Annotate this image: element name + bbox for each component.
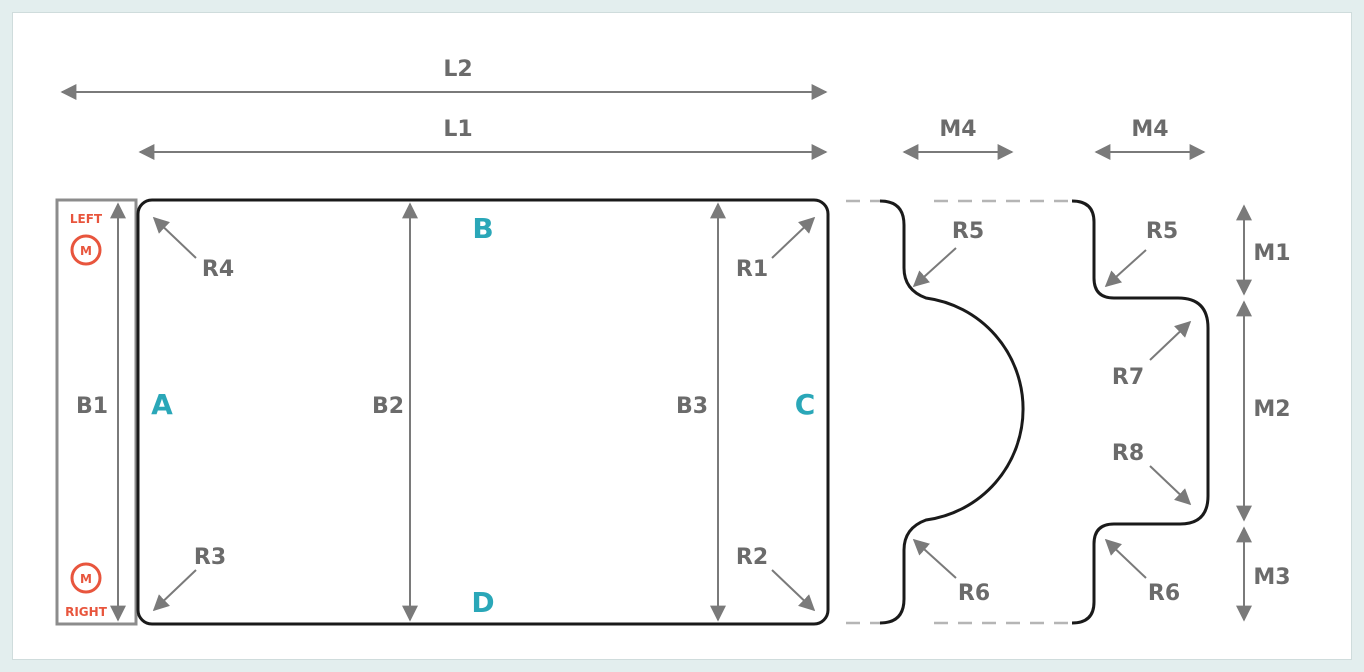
profile-2-curve bbox=[1071, 199, 1210, 625]
r5-label-2: R5 bbox=[1146, 219, 1178, 244]
left-right-strip bbox=[55, 198, 138, 626]
r1-arrow bbox=[771, 216, 816, 259]
side-label-d: D bbox=[471, 586, 494, 619]
r2-label: R2 bbox=[736, 545, 768, 570]
m4-label-1: M4 bbox=[939, 117, 976, 142]
right-marker-icon bbox=[70, 562, 102, 594]
b1-label: B1 bbox=[76, 394, 108, 419]
side-label-c: C bbox=[795, 388, 816, 421]
r8-label: R8 bbox=[1112, 441, 1144, 466]
r7-label: R7 bbox=[1112, 365, 1144, 390]
r5-arrow-2 bbox=[1104, 249, 1147, 288]
m2-label: M2 bbox=[1253, 397, 1290, 422]
main-panel-outline bbox=[136, 198, 830, 626]
r3-arrow bbox=[152, 569, 197, 612]
side-label-a: A bbox=[151, 388, 173, 421]
b2-label: B2 bbox=[372, 394, 404, 419]
r5-label-1: R5 bbox=[952, 219, 984, 244]
r3-label: R3 bbox=[194, 545, 226, 570]
r8-arrow bbox=[1149, 465, 1192, 506]
right-marker-text: RIGHT bbox=[65, 605, 108, 619]
r6-arrow-1 bbox=[912, 538, 957, 579]
l2-label: L2 bbox=[443, 57, 472, 82]
m4-label-2: M4 bbox=[1131, 117, 1168, 142]
side-label-b: B bbox=[472, 212, 493, 245]
l1-label: L1 bbox=[443, 117, 472, 142]
diagram-frame bbox=[12, 12, 1352, 660]
r5-arrow-1 bbox=[912, 247, 957, 288]
r2-arrow bbox=[771, 569, 816, 612]
r6-label-2: R6 bbox=[1148, 581, 1180, 606]
r4-arrow bbox=[152, 216, 197, 259]
m1-label: M1 bbox=[1253, 241, 1290, 266]
right-marker-symbol: M bbox=[80, 572, 92, 586]
r6-arrow-2 bbox=[1104, 538, 1147, 579]
left-marker-symbol: M bbox=[80, 244, 92, 258]
b3-label: B3 bbox=[676, 394, 708, 419]
r7-arrow bbox=[1149, 320, 1192, 361]
m3-label: M3 bbox=[1253, 565, 1290, 590]
left-marker-icon bbox=[70, 234, 102, 266]
r6-label-1: R6 bbox=[958, 581, 990, 606]
r1-label: R1 bbox=[736, 257, 768, 282]
profile-1-curve bbox=[879, 199, 1025, 625]
r4-label: R4 bbox=[202, 257, 234, 282]
left-marker-text: LEFT bbox=[70, 212, 103, 226]
